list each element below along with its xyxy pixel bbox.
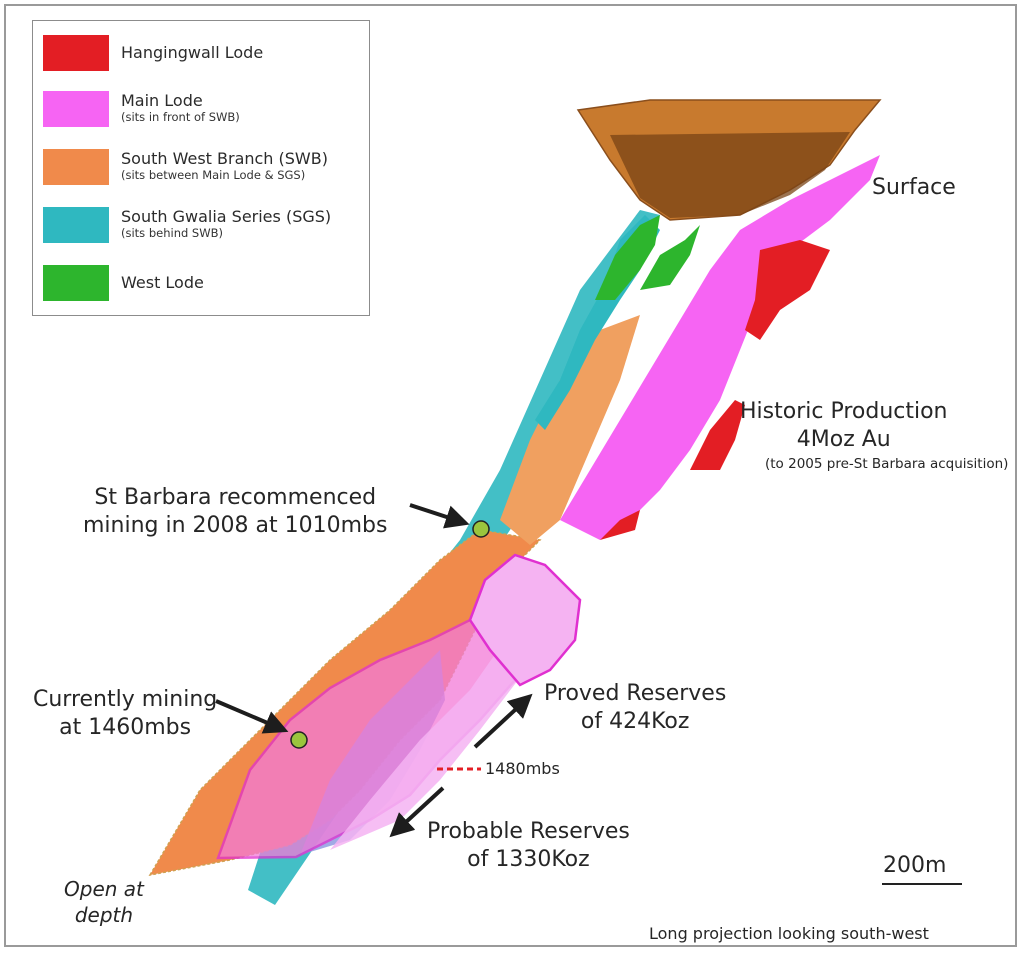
probable-arrow xyxy=(389,786,445,838)
legend-label: South West Branch (SWB) xyxy=(121,149,328,168)
hangingwall-lode xyxy=(600,240,830,540)
stbarbara-arrow xyxy=(409,503,470,529)
legend-swatch xyxy=(43,91,109,127)
open-at-depth-label: Open at depth xyxy=(64,876,144,928)
legend-label: Main Lode xyxy=(121,91,203,110)
proved-line2: of 424Koz xyxy=(580,709,690,734)
probable-reserves-label: Probable Reserves of 1330Koz xyxy=(427,818,630,874)
caption: Long projection looking south-west xyxy=(649,924,929,943)
surface-label: Surface xyxy=(872,175,956,200)
scale-label: 200m xyxy=(883,853,947,878)
legend-swatch xyxy=(43,149,109,185)
legend-note: (sits behind SWB) xyxy=(121,226,223,240)
historic-production-label: Historic Production 4Moz Au xyxy=(740,398,948,454)
open-line1: Open at xyxy=(64,877,144,901)
legend-note: (sits between Main Lode & SGS) xyxy=(121,168,306,182)
legend-swatch xyxy=(43,207,109,243)
stbarbara-label: St Barbara recommenced mining in 2008 at… xyxy=(83,484,387,540)
legend: Hangingwall Lode Main Lode (sits in fron… xyxy=(32,20,370,316)
current-line2: at 1460mbs xyxy=(59,715,192,740)
legend-note: (sits in front of SWB) xyxy=(121,110,240,124)
probable-reserve-right xyxy=(330,640,518,850)
proved-arrow xyxy=(473,693,533,749)
current-line1: Currently mining xyxy=(33,687,218,712)
legend-swatch xyxy=(43,35,109,71)
current-mining-label: Currently mining at 1460mbs xyxy=(33,686,217,742)
legend-label: Hangingwall Lode xyxy=(121,43,264,62)
legend-item-west-lode: West Lode xyxy=(43,265,204,301)
probable-line2: of 1330Koz xyxy=(467,847,590,872)
historic-line1: Historic Production xyxy=(740,399,948,424)
stbarbara-line2: mining in 2008 at 1010mbs xyxy=(83,513,388,538)
legend-label: West Lode xyxy=(121,273,204,292)
legend-item-sgs: South Gwalia Series (SGS) (sits behind S… xyxy=(43,207,331,243)
open-pit-floor xyxy=(610,132,850,218)
current-1460mbs-marker xyxy=(290,731,308,749)
legend-item-main-lode: Main Lode (sits in front of SWB) xyxy=(43,91,240,127)
legend-item-swb: South West Branch (SWB) (sits between Ma… xyxy=(43,149,328,185)
west-lode-stopes xyxy=(595,215,700,300)
stbarbara-1010mbs-marker xyxy=(472,520,490,538)
current-arrow xyxy=(215,699,289,734)
probable-line1: Probable Reserves xyxy=(427,819,630,844)
proved-reserves-label: Proved Reserves of 424Koz xyxy=(544,680,726,736)
main-lode-upper xyxy=(560,155,880,540)
legend-label: South Gwalia Series (SGS) xyxy=(121,207,332,226)
proved-line1: Proved Reserves xyxy=(544,681,727,706)
stbarbara-line1: St Barbara recommenced xyxy=(94,485,377,510)
legend-item-hangingwall: Hangingwall Lode xyxy=(43,35,263,71)
proved-reserve-zone xyxy=(468,553,582,687)
open-line2: depth xyxy=(74,903,134,927)
historic-line2: 4Moz Au xyxy=(796,427,891,452)
historic-note: (to 2005 pre-St Barbara acquisition) xyxy=(765,456,1009,472)
swb-upper-stopes xyxy=(500,315,640,545)
depth-marker-label: 1480mbs xyxy=(485,759,560,778)
legend-swatch xyxy=(43,265,109,301)
